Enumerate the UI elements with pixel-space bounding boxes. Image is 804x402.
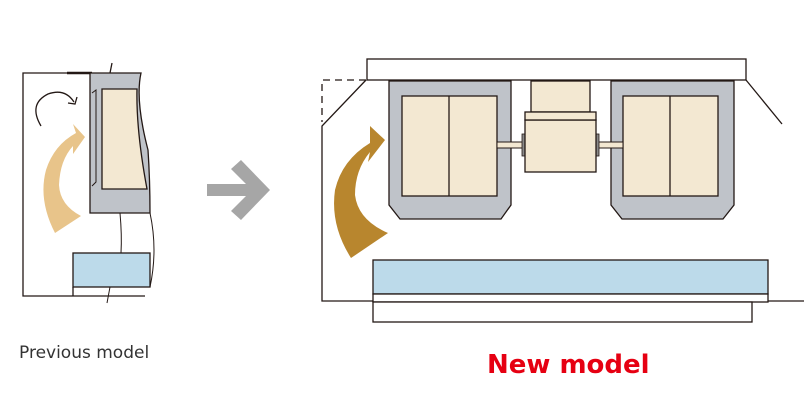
previous-cut-line-side (149, 212, 155, 288)
motor (524, 119, 597, 173)
new-filter (372, 259, 769, 295)
transition-arrow-icon (207, 160, 270, 220)
previous-housing-lip (91, 89, 97, 187)
previous-size-dashed-outline (321, 79, 366, 122)
new-top-panel (366, 58, 747, 81)
new-model-label: New model (487, 350, 650, 380)
previous-cut-line-top (109, 62, 113, 74)
new-bottom-panel (372, 301, 753, 323)
previous-fan (101, 88, 148, 190)
previous-airflow-arrow-icon (43, 124, 85, 233)
motor-mount (530, 80, 591, 113)
previous-filter (72, 252, 151, 288)
previous-model-diagram (22, 62, 155, 304)
previous-model-label: Previous model (19, 343, 150, 363)
new-model-diagram (321, 58, 804, 323)
new-airflow-arrow-icon (334, 126, 388, 258)
previous-cut-line-bottom (106, 286, 111, 304)
previous-cut-line-mid (119, 212, 122, 254)
previous-housing-outline (22, 72, 145, 297)
small-rotation-arrow-icon (35, 91, 75, 127)
